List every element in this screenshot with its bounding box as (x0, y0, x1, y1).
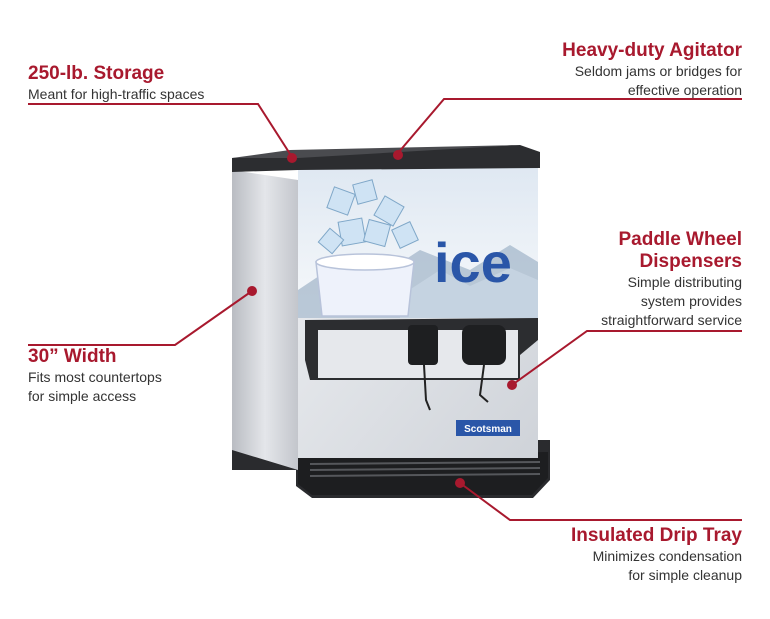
paddle-leader (511, 330, 742, 386)
drip-dot (455, 478, 465, 488)
paddle-dot (507, 380, 517, 390)
width-desc-line1: Fits most countertops (28, 369, 162, 385)
callout-width: 30” Width Fits most countertops for simp… (28, 346, 162, 406)
drip-desc-line2: for simple cleanup (628, 567, 742, 583)
brand-text: Scotsman (464, 424, 512, 435)
agitator-desc-line2: effective operation (627, 82, 742, 98)
agitator-dot (393, 150, 403, 160)
width-desc-line2: for simple access (28, 388, 137, 404)
paddle-title-line2: Dispensers (639, 251, 742, 272)
storage-title: 250-lb. Storage (28, 63, 165, 84)
storage-dot (287, 153, 297, 163)
paddle-desc-line1: Simple distributing (627, 274, 742, 290)
width-title: 30” Width (28, 346, 117, 367)
agitator-title: Heavy-duty Agitator (562, 40, 742, 61)
drip-title: Insulated Drip Tray (570, 525, 742, 546)
top-lid (232, 145, 540, 172)
width-dot (247, 286, 257, 296)
paddle-title-line1: Paddle Wheel (618, 229, 742, 250)
ice-cubes (317, 179, 419, 255)
paddle-desc-line3: straightforward service (601, 312, 742, 328)
agitator-leader (397, 98, 742, 154)
drip-leader (459, 482, 742, 521)
drip-grate (309, 461, 541, 477)
dispenser-left (408, 325, 438, 365)
callout-agitator: Heavy-duty Agitator Seldom jams or bridg… (562, 40, 742, 100)
storage-leader (28, 103, 293, 158)
brand-plate (456, 420, 520, 436)
drip-desc-line1: Minimizes condensation (592, 548, 742, 564)
front-word: ice (434, 231, 512, 294)
width-leader (28, 290, 253, 346)
agitator-desc-line1: Seldom jams or bridges for (574, 63, 742, 79)
side-panel (232, 170, 298, 470)
callout-storage: 250-lb. Storage Meant for high-traffic s… (28, 63, 204, 104)
callout-drip-tray: Insulated Drip Tray Minimizes condensati… (571, 525, 742, 585)
dispenser-right (462, 325, 506, 365)
paddle-desc-line2: system provides (640, 293, 742, 309)
storage-desc: Meant for high-traffic spaces (28, 86, 205, 102)
callout-paddle: Paddle Wheel Dispensers Simple distribut… (601, 229, 742, 330)
